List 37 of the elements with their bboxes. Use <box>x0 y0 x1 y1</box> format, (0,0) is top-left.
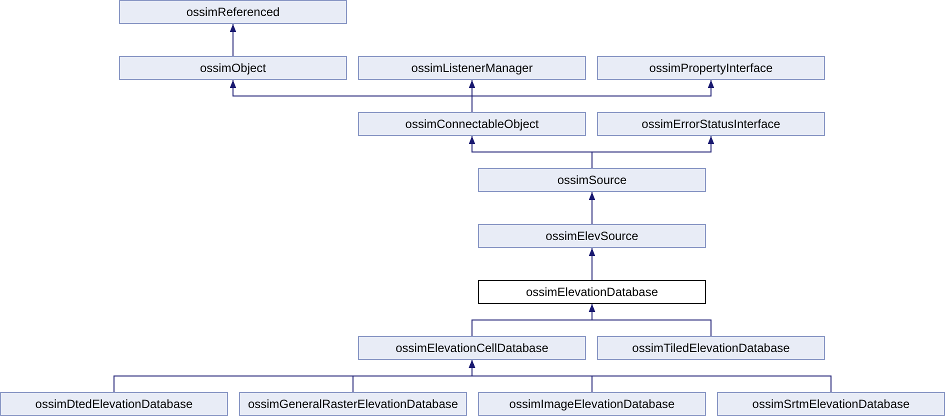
class-box <box>597 336 825 360</box>
class-name: ossimElevSource <box>546 229 638 243</box>
class-name: ossimObject <box>200 61 266 75</box>
class-box <box>358 112 586 136</box>
class-name: ossimReferenced <box>186 5 280 19</box>
class-name: ossimElevationCellDatabase <box>396 341 548 355</box>
class-name: ossimDtedElevationDatabase <box>35 397 193 411</box>
inheritance-arrow <box>592 136 714 168</box>
class-name: ossimErrorStatusInterface <box>642 117 780 131</box>
class-name: ossimConnectableObject <box>405 117 539 131</box>
class-box <box>119 56 347 80</box>
class-box <box>478 168 706 192</box>
class-name: ossimSrtmElevationDatabase <box>752 397 910 411</box>
class-name: ossimSource <box>557 173 627 187</box>
inheritance-arrow <box>230 24 236 56</box>
class-box <box>358 336 586 360</box>
class-box <box>478 224 706 248</box>
inheritance-arrow <box>588 192 596 224</box>
class-box <box>239 392 467 416</box>
class-box <box>478 392 706 416</box>
class-name: ossimGeneralRasterElevationDatabase <box>248 397 458 411</box>
class-box <box>597 112 825 136</box>
inheritance-arrow <box>472 80 714 112</box>
class-box <box>0 392 228 416</box>
class-box <box>478 280 706 304</box>
class-name: ossimPropertyInterface <box>649 61 773 75</box>
class-name: ossimImageElevationDatabase <box>509 397 675 411</box>
class-name: ossimListenerManager <box>411 61 533 75</box>
class-name: ossimElevationDatabase <box>526 285 658 299</box>
class-box <box>358 56 586 80</box>
class-box <box>119 0 347 24</box>
inheritance-arrow <box>468 360 832 392</box>
class-box <box>597 56 825 80</box>
class-box <box>717 392 945 416</box>
inheritance-arrow <box>588 304 712 336</box>
inheritance-arrow <box>588 248 596 280</box>
class-name: ossimTiledElevationDatabase <box>632 341 790 355</box>
